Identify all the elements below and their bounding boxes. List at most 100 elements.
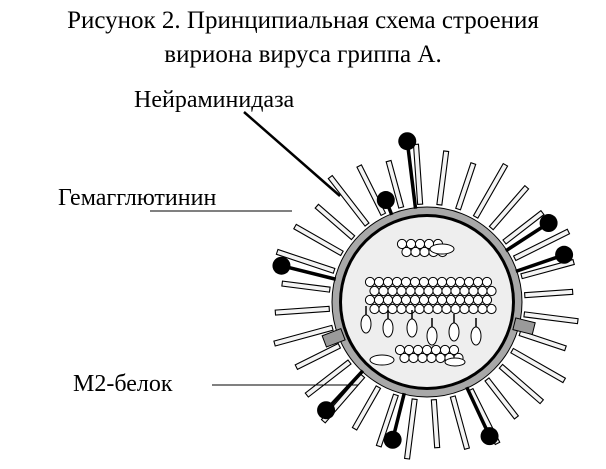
rnp-bead <box>432 285 443 297</box>
polymerase-complex <box>444 357 466 367</box>
rnp-bead <box>481 276 493 288</box>
rnp-bead <box>427 276 439 288</box>
hemagglutinin-spike <box>293 223 344 257</box>
rnp-bead <box>423 303 434 315</box>
rnp-bead <box>369 285 380 297</box>
rnp-bead <box>450 285 461 297</box>
m2-channel-body <box>321 328 346 348</box>
virion-core <box>360 238 497 367</box>
rnp-bead <box>468 303 479 315</box>
rnp-bead <box>401 246 412 258</box>
hemagglutinin-spike <box>314 203 356 241</box>
hemagglutinin-spike <box>498 363 545 405</box>
rnp-bead <box>382 276 394 288</box>
rnp-cluster-main <box>364 276 497 315</box>
rnp-bead <box>477 303 488 315</box>
rnp-bead <box>414 285 425 297</box>
rnp-bead <box>450 303 461 315</box>
hemagglutinin-label: Гемагглютинин <box>58 185 217 211</box>
rnp-bead <box>441 303 452 315</box>
rnp-bead <box>427 294 439 306</box>
rnp-bead <box>459 285 470 297</box>
hemagglutinin-spike <box>304 359 352 398</box>
rnp-bead <box>417 352 428 364</box>
rnp-bead <box>364 294 376 306</box>
rnp-bead <box>481 294 493 306</box>
hemagglutinin-spike <box>356 164 387 217</box>
rnp-bead <box>448 344 460 356</box>
rnp-bead <box>445 276 457 288</box>
rnp-bead <box>400 276 412 288</box>
m2-channels <box>321 317 536 348</box>
hemagglutinin-spike <box>403 398 418 460</box>
rnp-bead <box>400 294 412 306</box>
rnp-capsule <box>406 318 418 338</box>
neuraminidase-stalks <box>272 132 574 449</box>
neuraminidase-head <box>539 214 558 233</box>
figure-caption: Рисунок 2. Принципиальная схема строения… <box>0 4 606 72</box>
rnp-bead <box>387 303 398 315</box>
rnp-bead <box>418 276 430 288</box>
polymerase-complex <box>429 243 455 255</box>
neuraminidase-head <box>555 245 574 264</box>
hemagglutinin-spike <box>512 228 571 262</box>
neuraminidase-head <box>398 132 417 151</box>
rnp-capsule <box>448 322 460 342</box>
hemagglutinin-spike <box>520 258 575 280</box>
rnp-bead <box>432 303 443 315</box>
m2-channel <box>321 328 346 348</box>
hemagglutinin-spike <box>502 209 545 245</box>
neuraminidase-stalk <box>405 140 418 209</box>
hemagglutinin-spike <box>351 385 382 431</box>
neuraminidase-head <box>272 256 291 275</box>
rnp-bead <box>486 303 497 315</box>
rnp-bead <box>387 285 398 297</box>
hemagglutinin-spike <box>281 280 331 293</box>
hemagglutinin-spike <box>375 393 399 448</box>
rnp-bead <box>373 276 385 288</box>
rnp-bead <box>463 276 475 288</box>
neuraminidase-head <box>317 401 336 420</box>
rnp-bead <box>423 285 434 297</box>
rnp-bead <box>441 285 452 297</box>
hemagglutinin-spike <box>327 174 370 227</box>
rnp-bead <box>445 294 457 306</box>
rnp-bead <box>391 276 403 288</box>
rnp-bead <box>369 303 380 315</box>
rnp-bead <box>391 294 403 306</box>
polymerase-complex <box>369 354 395 366</box>
rnp-bead <box>436 294 448 306</box>
caption-line-1: Рисунок 2. Принципиальная схема строения <box>67 7 539 34</box>
hemagglutinin-spike <box>385 159 405 209</box>
neuraminidase-head <box>480 427 499 446</box>
rnp-bead <box>396 285 407 297</box>
rnp-bead <box>418 294 430 306</box>
rnp-bead <box>373 294 385 306</box>
rnp-bead <box>414 303 425 315</box>
neuraminidase-label: Нейраминидаза <box>134 87 295 113</box>
hemagglutinin-spike <box>274 305 331 316</box>
rnp-bead <box>472 276 484 288</box>
hemagglutinin-spike <box>523 288 574 299</box>
hemagglutinin-spike <box>510 347 567 384</box>
rnp-capsule <box>382 318 394 338</box>
label-leader-lines <box>150 111 358 386</box>
hemagglutinin-spike <box>273 324 334 347</box>
rnp-bead <box>436 276 448 288</box>
rnp-bead <box>405 285 416 297</box>
rnp-bead <box>410 246 421 258</box>
m2-channel <box>512 317 536 336</box>
rnp-capsule <box>470 326 482 346</box>
rnp-bead <box>468 285 479 297</box>
rnp-bead <box>454 276 466 288</box>
rnp-bead <box>435 352 446 364</box>
rnp-bead <box>409 294 421 306</box>
rnp-bead <box>486 285 497 297</box>
rnp-bead <box>454 294 466 306</box>
m2-channel-body <box>512 317 536 336</box>
neuraminidase-head <box>383 430 402 449</box>
rnp-bead <box>405 303 416 315</box>
rnp-bead <box>364 276 376 288</box>
rnp-bead <box>463 294 475 306</box>
rnp-bead <box>399 352 410 364</box>
